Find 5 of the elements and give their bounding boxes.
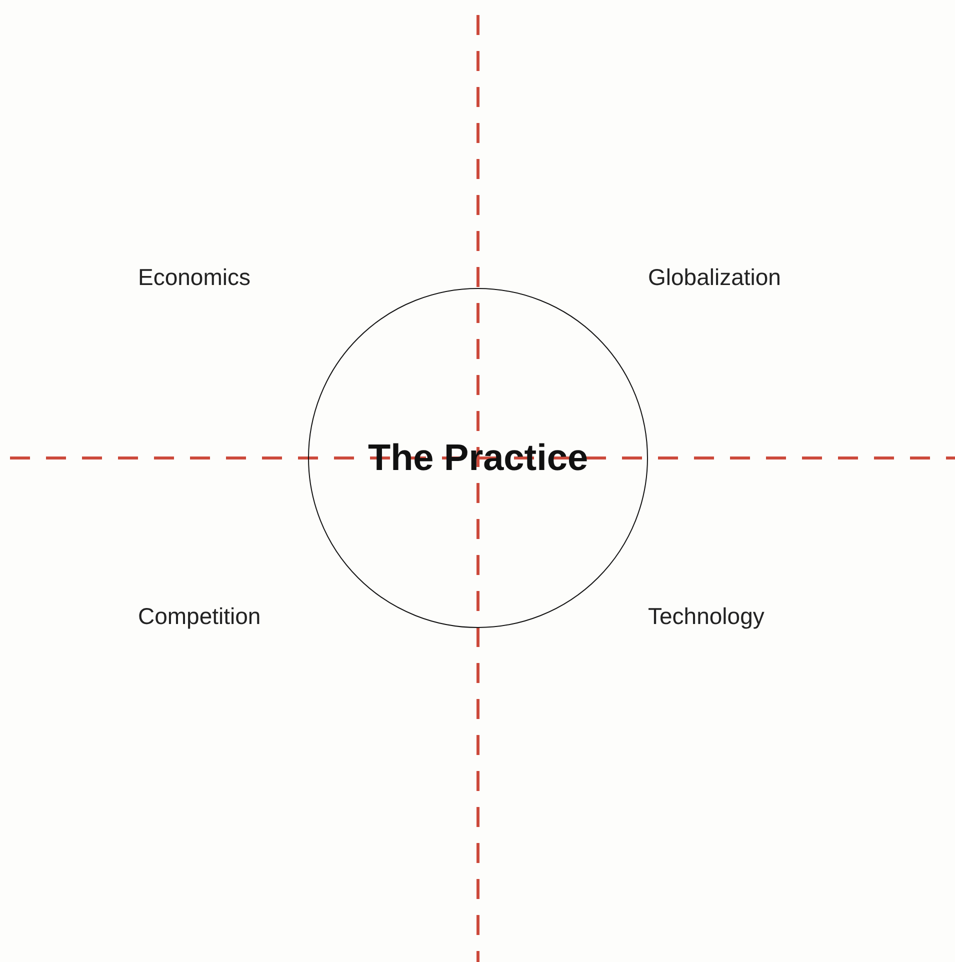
circle-node — [308, 288, 648, 628]
quadrant-label: Technology — [648, 603, 764, 630]
quadrant-label: Competition — [138, 603, 261, 630]
quadrant-label: Economics — [138, 264, 250, 291]
quadrant-label: Globalization — [648, 264, 781, 291]
